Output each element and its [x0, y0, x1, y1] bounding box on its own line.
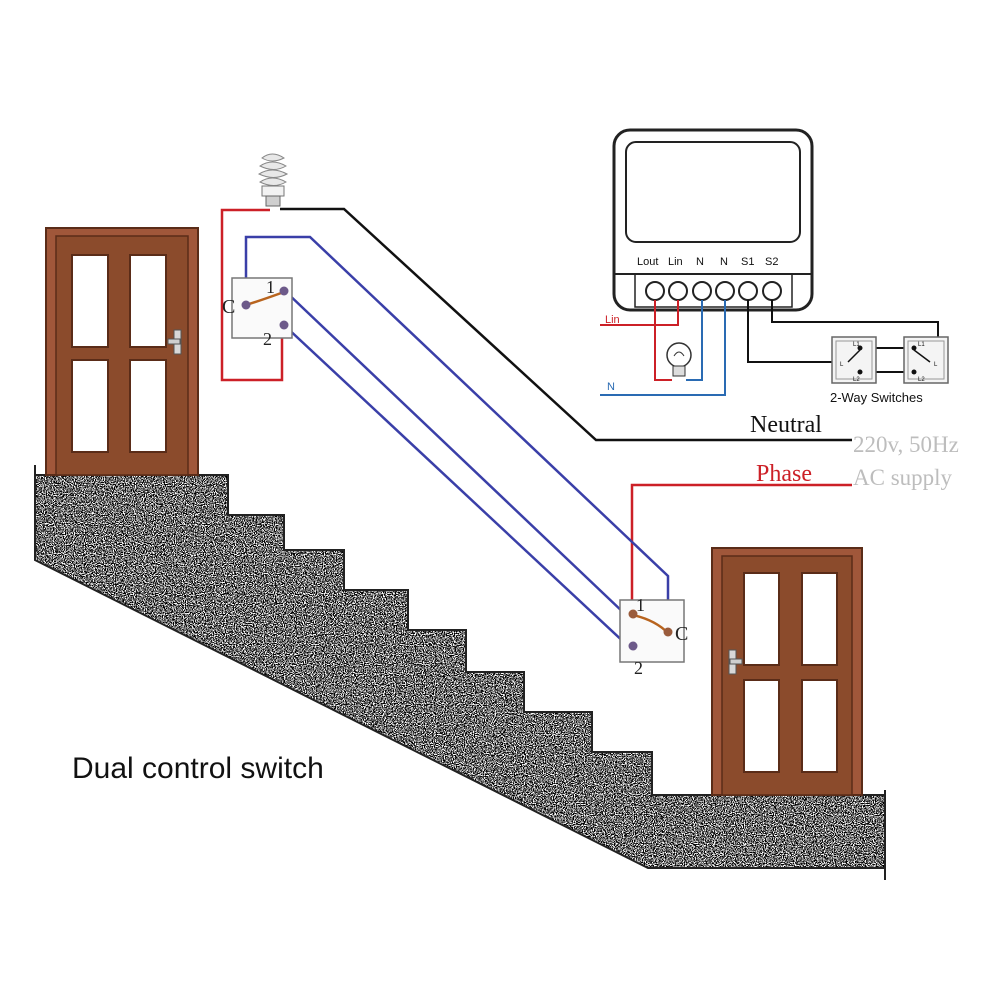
module-terminal-label: S1 [741, 256, 754, 268]
lower-switch-terminal-1-label: 1 [636, 595, 645, 615]
module-terminal-label: Lout [637, 256, 658, 268]
neutral-wire [280, 207, 852, 442]
neutral-label: Neutral [750, 412, 822, 438]
mini-switch-right: L1 L L2 [903, 336, 949, 384]
mini-switch-l1-label: L1 [918, 342, 925, 348]
lower-switch: 1 C 2 [619, 595, 688, 678]
traveler-wire-a [244, 235, 670, 625]
phase-wire-supply [630, 483, 852, 610]
traveler-wire-b [283, 289, 626, 615]
traveler-wire-c [283, 324, 629, 647]
upper-door [45, 227, 199, 476]
module-wires [600, 300, 939, 396]
lower-switch-common-label: C [675, 623, 688, 645]
door-handle-icon [167, 329, 182, 355]
mini-switch-l-label: L [840, 362, 844, 368]
upper-switch-common-label: C [222, 296, 235, 318]
phase-wire-bulb [220, 208, 284, 382]
staircase [34, 465, 886, 880]
module-terminal-label: S2 [765, 256, 778, 268]
module-s1-wire [747, 300, 835, 363]
module-face [625, 141, 801, 243]
module-lout-wire [654, 300, 672, 381]
module-terminal-label: N [696, 256, 704, 268]
wires [220, 207, 852, 647]
mini-switch-l1-label: L1 [853, 342, 860, 348]
mini-switch-l2-label: L2 [918, 377, 925, 383]
module-n-wire-supply [600, 300, 726, 396]
lower-switch-terminal-2-label: 2 [634, 658, 643, 678]
diagram-caption: Dual control switch [72, 752, 324, 785]
supply-spec-label: 220v, 50Hz [853, 432, 959, 457]
phase-label: Phase [756, 461, 812, 487]
upper-switch-terminal-2-label: 2 [263, 329, 272, 349]
stair-texture [35, 475, 885, 868]
upper-switch: C 1 2 [222, 277, 293, 349]
module-lin-label: Lin [605, 314, 620, 326]
module-lin-wire [600, 300, 679, 326]
mini-switch-l2-label: L2 [853, 377, 860, 383]
lamp-icon [666, 342, 692, 377]
door-handle-icon [728, 649, 743, 675]
module-body [612, 128, 814, 312]
smart-switch-module: Lout Lin N N S1 S2 [612, 128, 814, 312]
two-way-switches-label: 2-Way Switches [830, 390, 923, 405]
upper-switch-terminal-1-label: 1 [266, 277, 275, 297]
mini-switch-l-label: L [934, 362, 938, 368]
lower-door [711, 547, 863, 796]
module-n-wire-lamp [686, 300, 703, 381]
module-n-label: N [607, 381, 615, 393]
module-terminal-label: Lin [668, 256, 683, 268]
mini-switch-left: L1 L L2 [831, 336, 877, 384]
module-terminal-label: N [720, 256, 728, 268]
cfl-bulb-icon [257, 153, 289, 207]
supply-type-label: AC supply [853, 465, 953, 490]
